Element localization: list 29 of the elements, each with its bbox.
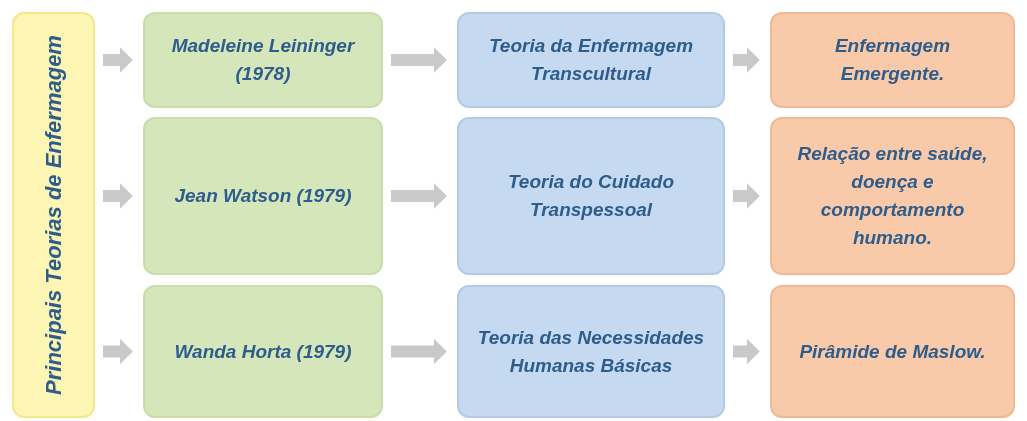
title-text: Principais Teorias de Enfermagem xyxy=(40,35,66,395)
block-arrow xyxy=(733,182,760,210)
theory-box xyxy=(457,285,725,418)
block-arrow xyxy=(733,46,760,74)
concept-box xyxy=(770,117,1015,275)
box-text: Pirâmide de Maslow. xyxy=(798,339,987,364)
box-text: Teoria da Enfermagem Transcultural xyxy=(487,34,695,86)
block-arrow xyxy=(391,182,447,210)
box-text: Relação entre saúde, doença e comportamento humano. xyxy=(796,142,989,250)
block-arrow xyxy=(733,338,760,365)
block-arrow xyxy=(391,338,447,365)
box-text: Enfermagem Emergente. xyxy=(833,34,952,86)
box-text: Madeleine Leininger (1978) xyxy=(170,34,356,86)
theorist-box xyxy=(143,12,383,108)
block-arrow xyxy=(103,182,133,210)
block-arrow xyxy=(103,46,133,74)
theorist-box xyxy=(143,285,383,418)
box-text: Wanda Horta (1979) xyxy=(173,339,353,364)
theory-box xyxy=(457,12,725,108)
block-arrow xyxy=(103,338,133,365)
theory-box xyxy=(457,117,725,275)
title-bar xyxy=(12,12,95,418)
block-arrow xyxy=(391,46,447,74)
theorist-box xyxy=(143,117,383,275)
box-text: Teoria do Cuidado Transpessoal xyxy=(506,170,676,222)
box-text: Jean Watson (1979) xyxy=(173,184,353,208)
concept-box xyxy=(770,12,1015,108)
concept-box xyxy=(770,285,1015,418)
box-text: Teoria das Necessidades Humanas Básicas xyxy=(476,325,706,378)
